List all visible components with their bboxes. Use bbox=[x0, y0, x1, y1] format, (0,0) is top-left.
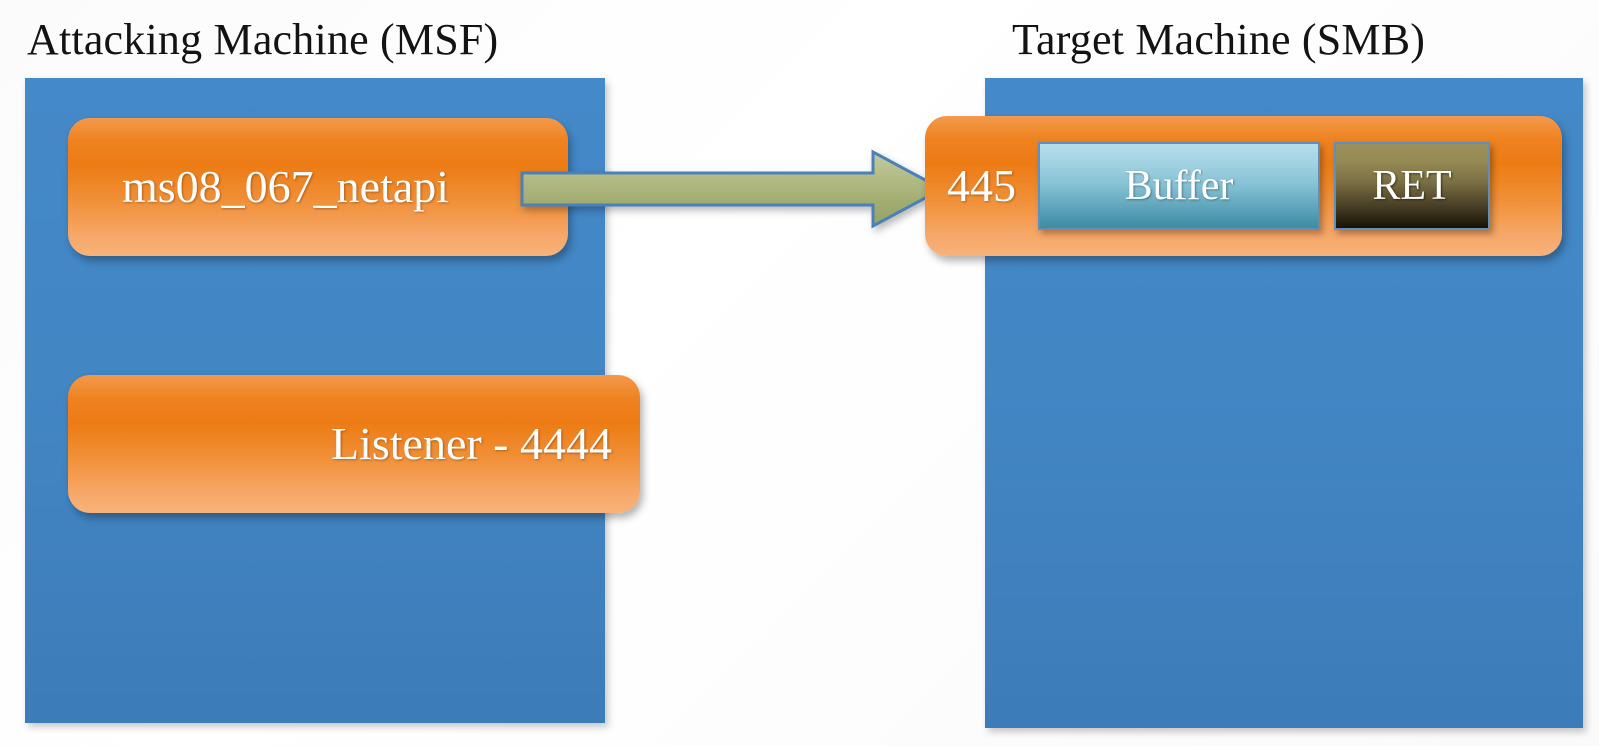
listener-label: Listener - 4444 bbox=[330, 418, 612, 469]
listener-box[interactable]: Listener - 4444 bbox=[68, 375, 640, 513]
exploit-traffic-arrow-icon bbox=[520, 149, 946, 229]
ret-label: RET bbox=[1372, 163, 1452, 209]
target-port-label: 445 bbox=[947, 160, 1016, 211]
exploit-module-box[interactable]: ms08_067_netapi bbox=[68, 118, 568, 256]
buffer-label: Buffer bbox=[1124, 163, 1234, 209]
target-port-box[interactable]: 445 Buffer RET bbox=[925, 116, 1562, 256]
attacking-machine-title: Attacking Machine (MSF) bbox=[27, 15, 499, 64]
buffer-block[interactable]: Buffer bbox=[1038, 142, 1320, 230]
exploit-module-label: ms08_067_netapi bbox=[122, 161, 450, 212]
ret-block[interactable]: RET bbox=[1334, 142, 1490, 230]
target-machine-title: Target Machine (SMB) bbox=[1012, 15, 1426, 64]
